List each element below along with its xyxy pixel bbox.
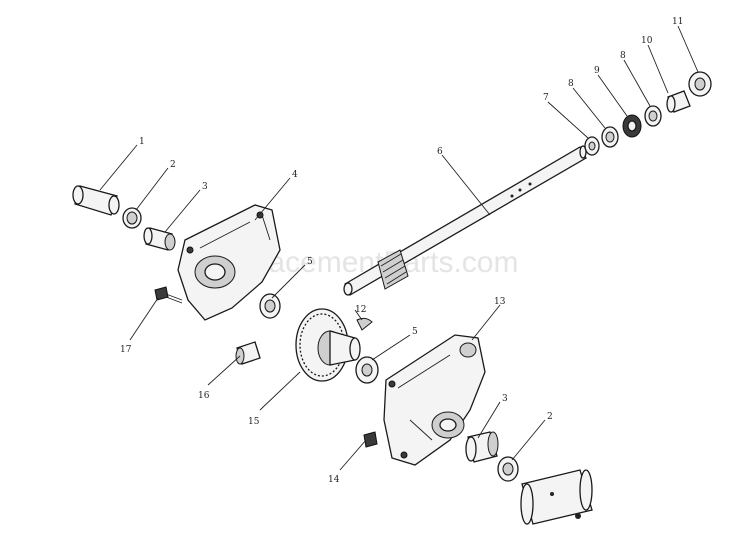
label-16: 16 [198,391,210,401]
label-7: 7 [543,93,549,103]
set-screw-icon [363,431,378,448]
label-15: 15 [248,417,260,427]
label-6: 6 [437,147,443,157]
woodruff-key-icon [356,317,373,331]
washer-ring-icon [122,207,142,229]
label-10: 10 [641,36,653,46]
label-3-upper: 3 [202,182,208,192]
leader-lines [99,25,699,471]
label-2-upper: 2 [170,160,176,170]
drive-pin-lower-icon [520,469,593,525]
label-2-lower: 2 [547,412,553,422]
label-12: 12 [355,305,366,315]
label-3-lower: 3 [502,394,508,404]
part-number-labels: 1 2 3 4 5 6 7 8 9 8 10 11 12 5 13 3 2 14… [120,17,683,485]
bushing-icon [143,227,176,251]
label-1: 1 [139,137,145,147]
label-14: 14 [328,475,340,485]
bushing-lower-icon [465,431,499,463]
coupling-nut-icon [235,341,261,365]
label-9: 9 [594,66,600,76]
bearing-stack-icon [584,71,712,156]
label-8-second: 8 [620,51,626,61]
label-4: 4 [292,170,298,180]
thrust-washer-lower-icon [355,356,379,384]
label-17: 17 [120,345,132,355]
label-8-first: 8 [568,79,574,89]
washer-ring-lower-icon [497,456,519,482]
gear-housing-icon [177,204,281,321]
label-5-upper: 5 [307,257,313,267]
worm-gear-icon [295,308,361,382]
drive-pin-icon [72,185,120,216]
label-5-lower: 5 [412,327,418,337]
auger-shaft-icon [343,145,587,296]
label-13: 13 [494,297,506,307]
label-11: 11 [672,17,683,27]
bolt-icon [154,286,183,304]
lower-housing-icon [383,334,486,466]
thrust-washer-icon [259,293,281,319]
